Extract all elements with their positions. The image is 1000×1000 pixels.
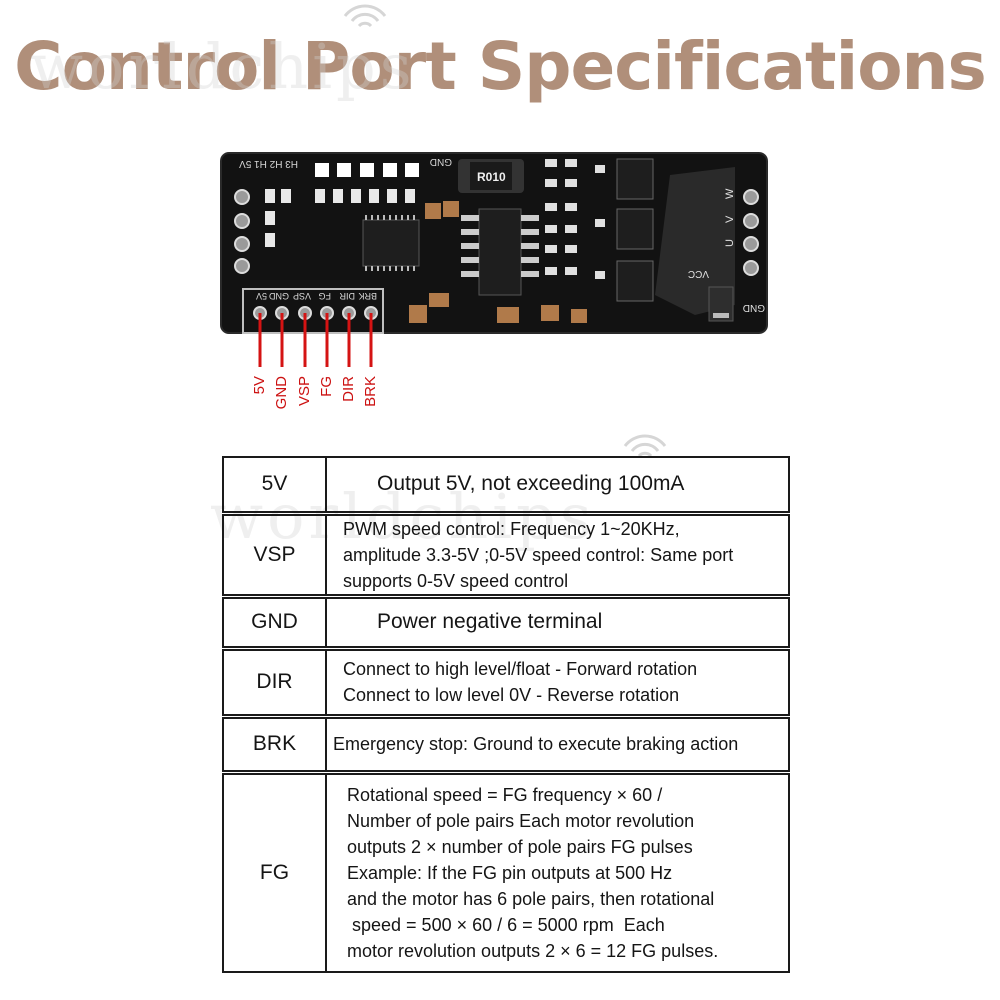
board-silk-vsp: VSP — [293, 291, 311, 301]
board-silk-gnd: GND — [430, 156, 452, 167]
pin-label-brk: BRK — [362, 376, 379, 407]
pin-label-dir: DIR — [340, 376, 357, 402]
value-line: Number of pole pairs Each motor revoluti… — [347, 810, 695, 831]
row-value: PWM speed control: Frequency 1~20KHz, am… — [325, 510, 790, 597]
controller-board-image: H3 H2 H1 5V GND R010 — [215, 145, 790, 435]
value-line: Example: If the FG pin outputs at 500 Hz — [347, 862, 673, 883]
pin-label-vsp: VSP — [296, 376, 313, 407]
value-line: outputs 2 × number of pole pairs FG puls… — [347, 836, 693, 857]
board-silk-w: W — [724, 188, 736, 199]
row-key: GND — [222, 593, 327, 649]
row-key: DIR — [222, 645, 327, 717]
row-key: BRK — [222, 713, 327, 773]
value-line: speed = 500 × 60 / 6 = 5000 rpm Each — [347, 914, 665, 935]
value-line: Connect to low level 0V - Reverse rotati… — [343, 685, 680, 705]
table-row: VSP PWM speed control: Frequency 1~20KHz… — [222, 510, 790, 597]
board-silk-v: V — [724, 215, 736, 223]
watermark-wifi-icon — [343, 4, 387, 28]
value-line: motor revolution outputs 2 × 6 = 12 FG p… — [347, 940, 719, 961]
watermark-wifi-icon — [623, 434, 667, 458]
table-row: 5V Output 5V, not exceeding 100mA — [222, 456, 790, 514]
spec-table: 5V Output 5V, not exceeding 100mA VSP PW… — [222, 456, 790, 973]
value-line: amplitude 3.3-5V ;0-5V speed control: Sa… — [343, 544, 734, 565]
value-line: Rotational speed = FG frequency × 60 / — [347, 784, 663, 805]
row-value: Connect to high level/float - Forward ro… — [325, 645, 790, 717]
board-silk-fg: FG — [319, 291, 332, 301]
pin-label-fg: FG — [318, 376, 335, 397]
value-line: Output 5V, not exceeding 100mA — [377, 472, 685, 496]
row-value: Power negative terminal — [325, 593, 790, 649]
value-line: supports 0-5V speed control — [343, 570, 569, 591]
pin-label-5v: 5V — [251, 376, 268, 395]
board-silk-gnd-right: GND — [743, 302, 765, 313]
board-silk-5v: 5V — [256, 291, 267, 301]
watermark-text: worldchips — [30, 30, 416, 103]
board-silk-hall-pins: H3 H2 H1 5V — [239, 158, 298, 169]
table-row: GND Power negative terminal — [222, 593, 790, 649]
value-line: Connect to high level/float - Forward ro… — [343, 659, 698, 679]
pin-label-gnd: GND — [273, 376, 290, 410]
row-value: Rotational speed = FG frequency × 60 / N… — [325, 769, 790, 973]
board-silk-brk: BRK — [358, 291, 377, 301]
row-value: Output 5V, not exceeding 100mA — [325, 456, 790, 514]
board-silk-gnd-pin: GND — [269, 291, 290, 301]
value-line: and the motor has 6 pole pairs, then rot… — [347, 888, 715, 909]
table-row: DIR Connect to high level/float - Forwar… — [222, 645, 790, 717]
value-line: PWM speed control: Frequency 1~20KHz, — [343, 518, 680, 539]
table-row: FG Rotational speed = FG frequency × 60 … — [222, 769, 790, 973]
value-line: Power negative terminal — [377, 610, 603, 633]
value-line: Emergency stop: Ground to execute brakin… — [333, 734, 739, 754]
board-silk-vcc: VCC — [688, 268, 709, 279]
board-silk-u: U — [724, 239, 736, 247]
page-title: Control Port Specifications — [14, 28, 987, 105]
row-key: 5V — [222, 456, 327, 514]
board-silk-dir: DIR — [339, 291, 355, 301]
row-value: Emergency stop: Ground to execute brakin… — [325, 713, 790, 773]
row-key: FG — [222, 769, 327, 973]
table-row: BRK Emergency stop: Ground to execute br… — [222, 713, 790, 773]
row-key: VSP — [222, 510, 327, 597]
board-resistor-label: R010 — [477, 170, 506, 184]
